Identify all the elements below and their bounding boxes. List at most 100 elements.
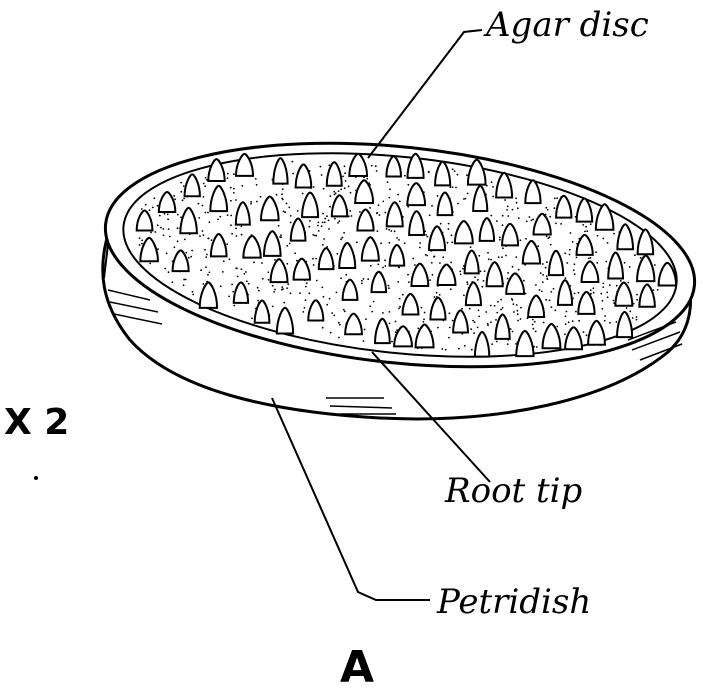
stipple-dot bbox=[363, 278, 365, 280]
stipple-dot bbox=[308, 226, 310, 228]
stipple-dot bbox=[258, 290, 260, 292]
stipple-dot bbox=[233, 305, 235, 307]
stipple-dot bbox=[231, 284, 233, 286]
stipple-dot bbox=[192, 294, 194, 296]
stipple-dot bbox=[192, 291, 194, 293]
panel-label: A bbox=[340, 646, 374, 690]
stipple-dot bbox=[397, 194, 399, 196]
stipple-dot bbox=[586, 230, 588, 232]
stipple-dot bbox=[253, 261, 255, 263]
stipple-dot bbox=[451, 235, 453, 237]
stipple-dot bbox=[340, 189, 342, 191]
stipple-dot bbox=[286, 263, 288, 265]
stipple-dot bbox=[370, 265, 372, 267]
stipple-dot bbox=[207, 238, 209, 240]
stipple-dot bbox=[495, 319, 497, 321]
stipple-dot bbox=[272, 285, 274, 287]
stipple-dot bbox=[245, 271, 247, 273]
stipple-dot bbox=[616, 285, 618, 287]
stipple-dot bbox=[502, 224, 504, 226]
stipple-dot bbox=[203, 196, 205, 198]
stipple-dot bbox=[260, 196, 262, 198]
stipple-dot bbox=[496, 220, 498, 222]
stipple-dot bbox=[250, 203, 252, 205]
stipple-dot bbox=[565, 277, 567, 279]
stipple-dot bbox=[267, 271, 269, 273]
stipple-dot bbox=[185, 279, 187, 281]
stipple-dot bbox=[348, 186, 350, 188]
stipple-dot bbox=[305, 299, 307, 301]
stipple-dot bbox=[604, 315, 606, 317]
stipple-dot bbox=[290, 222, 292, 224]
stipple-dot bbox=[556, 326, 558, 328]
stipple-dot bbox=[546, 261, 548, 263]
stipple-dot bbox=[380, 242, 382, 244]
stipple-dot bbox=[590, 289, 592, 291]
stipple-dot bbox=[344, 165, 346, 167]
stipple-dot bbox=[203, 183, 205, 185]
stipple-dot bbox=[573, 269, 575, 271]
stipple-dot bbox=[627, 282, 629, 284]
stipple-dot bbox=[505, 255, 507, 257]
stipple-dot bbox=[375, 165, 377, 167]
agar-disc-label: Agar disc bbox=[486, 8, 649, 42]
stipple-dot bbox=[292, 161, 294, 163]
stipple-dot bbox=[546, 236, 548, 238]
stipple-dot bbox=[543, 322, 545, 324]
stipple-dot bbox=[166, 253, 168, 255]
stipple-dot bbox=[183, 284, 185, 286]
stipple-dot bbox=[389, 242, 391, 244]
stipple-dot bbox=[532, 324, 534, 326]
stipple-dot bbox=[391, 341, 393, 343]
stipple-dot bbox=[576, 257, 578, 259]
stipple-dot bbox=[153, 197, 155, 199]
stipple-dot bbox=[369, 207, 371, 209]
stipple-dot bbox=[507, 272, 509, 274]
stipple-dot bbox=[568, 321, 570, 323]
stipple-dot bbox=[228, 296, 230, 298]
stipple-dot bbox=[328, 220, 330, 222]
stipple-dot bbox=[491, 181, 493, 183]
stipple-dot bbox=[434, 296, 436, 298]
stipple-dot bbox=[157, 205, 159, 207]
stipple-dot bbox=[470, 246, 472, 248]
stipple-dot bbox=[287, 283, 289, 285]
stipple-dot bbox=[199, 235, 201, 237]
stipple-dot bbox=[607, 242, 609, 244]
agar-disc-leader bbox=[368, 30, 482, 158]
stipple-dot bbox=[318, 222, 320, 224]
stipple-dot bbox=[500, 299, 502, 301]
stipple-dot bbox=[232, 291, 234, 293]
stipple-dot bbox=[286, 287, 288, 289]
stipple-dot bbox=[606, 292, 608, 294]
stipple-dot bbox=[256, 184, 258, 186]
stipple-dot bbox=[315, 258, 317, 260]
stipple-dot bbox=[566, 262, 568, 264]
stipple-dot bbox=[441, 348, 443, 350]
stipple-dot bbox=[542, 263, 544, 265]
root-tip-label: Root tip bbox=[445, 474, 582, 508]
stipple-dot bbox=[463, 294, 465, 296]
stipple-dot bbox=[478, 255, 480, 257]
stipple-dot bbox=[632, 317, 634, 319]
stipple-dot bbox=[602, 286, 604, 288]
stipple-dot bbox=[485, 311, 487, 313]
stipple-dot bbox=[469, 308, 471, 310]
stipple-dot bbox=[569, 254, 571, 256]
stipple-dot bbox=[511, 298, 513, 300]
stipple-dot bbox=[304, 307, 306, 309]
stipple-dot bbox=[512, 209, 514, 211]
stipple-dot bbox=[384, 259, 386, 261]
stipple-dot bbox=[341, 237, 343, 239]
stipple-dot bbox=[230, 187, 232, 189]
stipple-dot bbox=[305, 286, 307, 288]
stipple-dot bbox=[276, 194, 278, 196]
stipple-dot bbox=[152, 207, 154, 209]
stipple-dot bbox=[629, 266, 631, 268]
stipple-dot bbox=[222, 271, 224, 273]
stipple-dot bbox=[423, 321, 425, 323]
stipple-dot bbox=[517, 313, 519, 315]
stipple-dot bbox=[323, 188, 325, 190]
stipple-dot bbox=[149, 263, 151, 265]
stipple-dot bbox=[217, 219, 219, 221]
